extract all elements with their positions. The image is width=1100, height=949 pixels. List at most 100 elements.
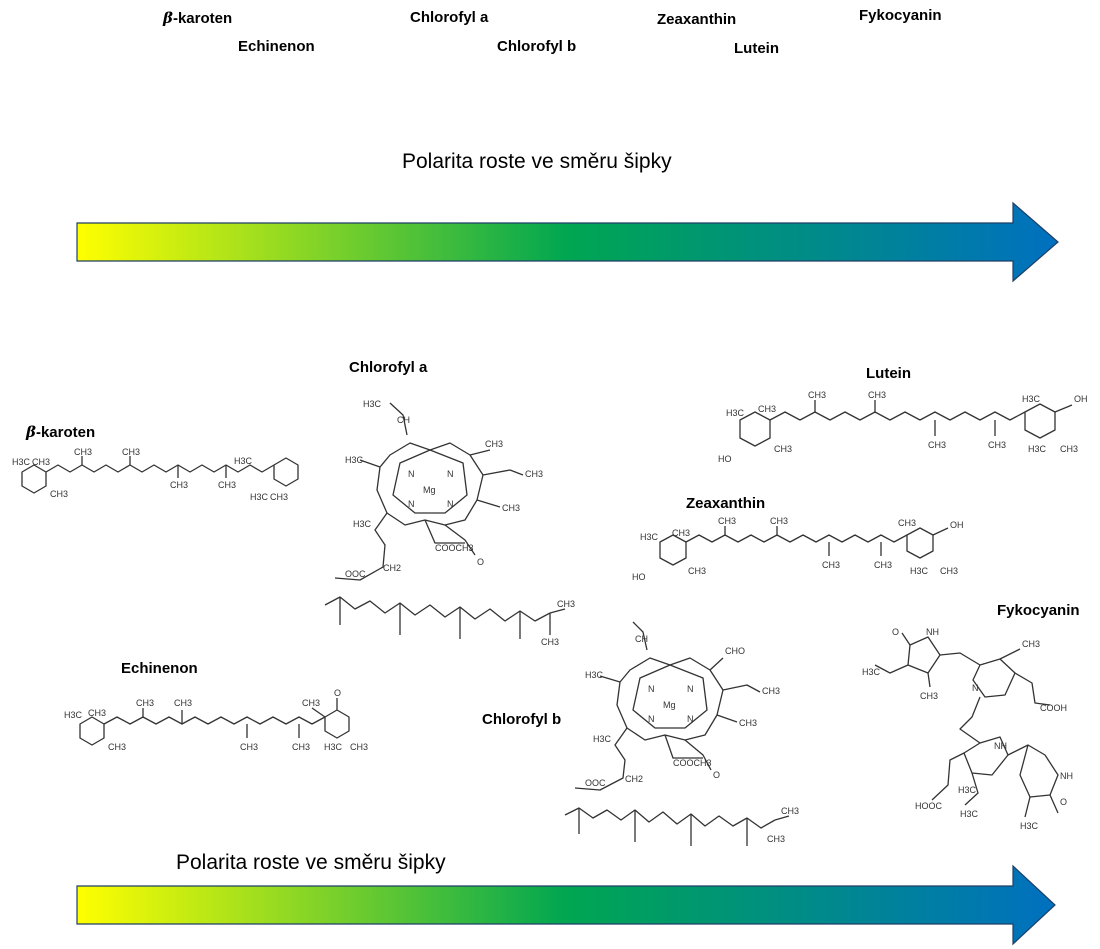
atom-label: H3C <box>862 667 881 677</box>
top-label-echinenon: Echinenon <box>238 38 315 55</box>
top-label-fykocyanin: Fykocyanin <box>859 7 942 24</box>
atom-label: N <box>648 714 655 724</box>
atom-label: N <box>687 684 694 694</box>
atom-label: CH3 <box>74 447 92 457</box>
atom-label: OOC <box>585 778 606 788</box>
atom-label: CH3 <box>898 518 916 528</box>
atom-label: N <box>408 469 415 479</box>
top-label-chlorofyl-b: Chlorofyl b <box>497 38 577 55</box>
atom-label: H3C <box>1022 394 1041 404</box>
atom-label: CH3 <box>868 390 886 400</box>
structure-label-echinenon: Echinenon <box>121 660 198 677</box>
atom-label: CH3 <box>739 718 757 728</box>
atom-label: H3C <box>64 710 83 720</box>
atom-label: H3C <box>363 399 382 409</box>
atom-label: H3C <box>958 785 977 795</box>
atom-label: CH3 <box>122 447 140 457</box>
atom-label: N <box>447 469 454 479</box>
atom-label: CH3 <box>32 457 50 467</box>
atom-label: OH <box>1074 394 1088 404</box>
beta-symbol: β <box>26 423 36 441</box>
atom-label: Mg <box>423 485 436 495</box>
structure-label-chlorofyl-b: Chlorofyl b <box>482 711 562 728</box>
atom-label: H3C <box>345 455 364 465</box>
atom-label: CH3 <box>557 599 575 609</box>
atom-label: CH2 <box>383 563 401 573</box>
atom-label: O <box>713 770 720 780</box>
atom-label: NH <box>926 627 939 637</box>
polarity-arrow-bottom <box>76 864 1056 946</box>
top-label-chlorofyl-a: Chlorofyl a <box>410 9 489 26</box>
atom-label: CH3 <box>88 708 106 718</box>
atom-label: H3C <box>250 492 269 502</box>
atom-label: H3C <box>1020 821 1039 831</box>
atom-label: N <box>648 684 655 694</box>
atom-label: CH3 <box>1060 444 1078 454</box>
atom-label: CH3 <box>688 566 706 576</box>
atom-label: CH <box>635 634 648 644</box>
atom-label: CHO <box>725 646 745 656</box>
atom-label: CH3 <box>874 560 892 570</box>
chlorofyl-a-structure: Mg N N N N H3C CH CH3 CH3 CH3 H3C H3C CH… <box>305 395 595 655</box>
atom-label: O <box>477 557 484 567</box>
atom-label: CH3 <box>170 480 188 490</box>
atom-label: CH3 <box>672 528 690 538</box>
atom-label: Mg <box>663 700 676 710</box>
beta-karoten-text: -karoten <box>172 10 233 27</box>
atom-label: N <box>408 499 415 509</box>
atom-label: CH3 <box>758 404 776 414</box>
atom-label: O <box>892 627 899 637</box>
atom-label: COOCH3 <box>673 758 712 768</box>
structure-label-beta-karoten: β-karoten <box>26 423 95 441</box>
atom-label: H3C <box>910 566 929 576</box>
atom-label: OH <box>950 520 964 530</box>
atom-label: CH3 <box>940 566 958 576</box>
atom-label: O <box>1060 797 1067 807</box>
atom-label: CH3 <box>988 440 1006 450</box>
beta-symbol: β <box>163 9 173 27</box>
atom-label: CH3 <box>541 637 559 647</box>
structure-label-zeaxanthin: Zeaxanthin <box>686 495 766 512</box>
atom-label: CH3 <box>485 439 503 449</box>
arrow-caption-bottom: Polarita roste ve směru šipky <box>176 851 446 874</box>
beta-karoten-structure: H3C CH3 CH3 CH3 CH3 CH3 CH3 H3C H3C CH3 <box>10 447 300 516</box>
atom-label: CH2 <box>625 774 643 784</box>
atom-label: OOC <box>345 569 366 579</box>
atom-label: HO <box>718 454 732 464</box>
atom-label: CH3 <box>774 444 792 454</box>
atom-label: H3C <box>353 519 372 529</box>
atom-label: CH3 <box>808 390 826 400</box>
atom-label: NH <box>994 741 1007 751</box>
atom-label: CH3 <box>50 489 68 499</box>
atom-label: N <box>447 499 454 509</box>
atom-label: H3C <box>324 742 343 752</box>
structure-label-lutein: Lutein <box>866 365 911 382</box>
atom-label: CH3 <box>920 691 938 701</box>
structure-label-fykocyanin: Fykocyanin <box>997 602 1080 619</box>
atom-label: H3C <box>1028 444 1047 454</box>
atom-label: CH3 <box>762 686 780 696</box>
atom-label: COOCH3 <box>435 543 474 553</box>
atom-label: CH3 <box>292 742 310 752</box>
atom-label: CH3 <box>822 560 840 570</box>
chlorofyl-b-structure: Mg N N N N CH CHO CH3 CH3 H3C H3C CH2 OO… <box>555 620 815 860</box>
atom-label: H3C <box>12 457 31 467</box>
arrow-caption-top: Polarita roste ve směru šipky <box>402 150 672 173</box>
atom-label: N <box>972 683 979 693</box>
atom-label: H3C <box>960 809 979 819</box>
top-label-beta-karoten: β-karoten <box>163 9 232 27</box>
atom-label: CH3 <box>174 698 192 708</box>
atom-label: O <box>334 688 341 698</box>
atom-label: CH3 <box>781 806 799 816</box>
atom-label: CH3 <box>502 503 520 513</box>
atom-label: CH3 <box>218 480 236 490</box>
atom-label: CH3 <box>270 492 288 502</box>
atom-label: CH3 <box>240 742 258 752</box>
polarity-arrow-top <box>76 201 1059 283</box>
atom-label: HOOC <box>915 801 943 811</box>
atom-label: H3C <box>234 456 253 466</box>
atom-label: CH3 <box>928 440 946 450</box>
atom-label: COOH <box>1040 703 1067 713</box>
atom-label: H3C <box>585 670 604 680</box>
atom-label: CH3 <box>525 469 543 479</box>
